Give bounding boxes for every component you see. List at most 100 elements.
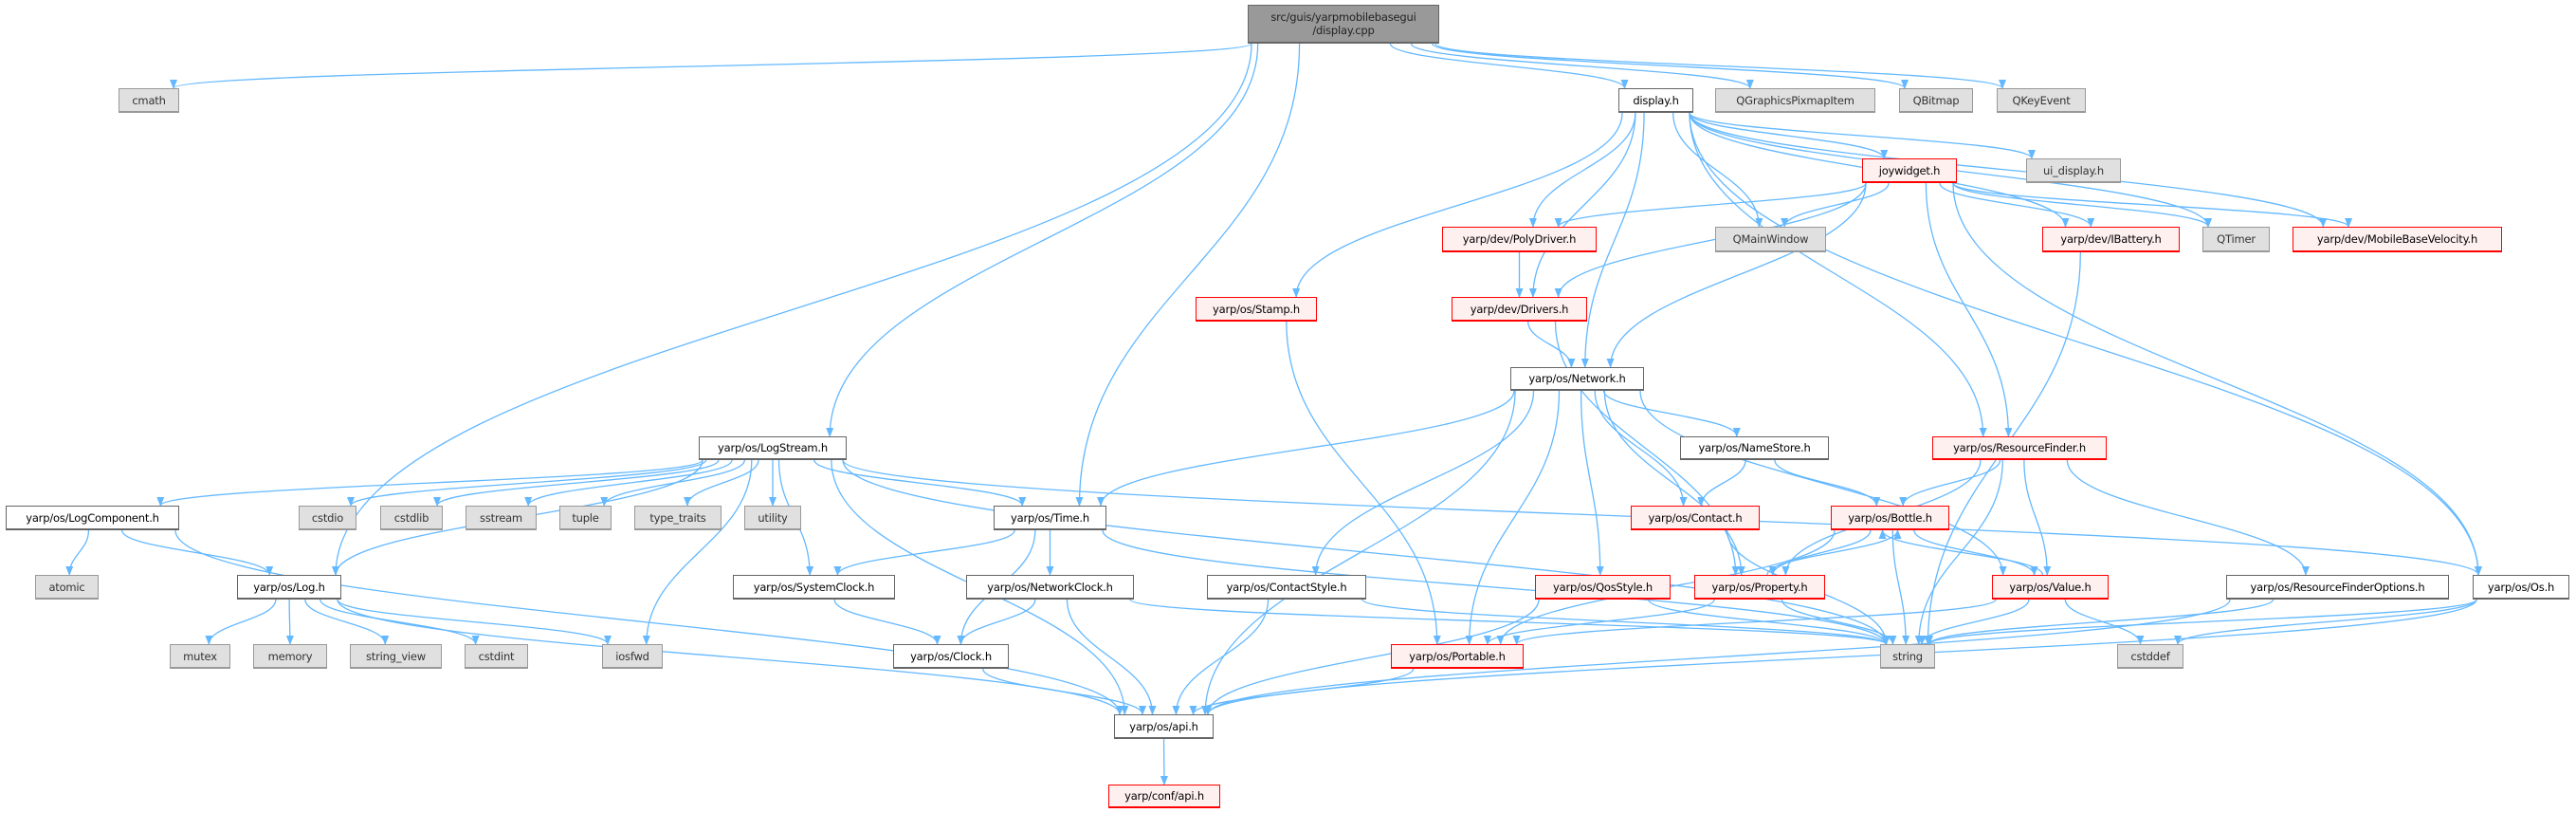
edge-logstream-to-cstdlib — [433, 459, 720, 507]
graph-node-logcomponent[interactable]: yarp/os/LogComponent.h — [6, 506, 179, 530]
graph-node-portable[interactable]: yarp/os/Portable.h — [1391, 644, 1524, 669]
node-label: yarp/os/Value.h — [2009, 580, 2092, 594]
edge-qosstyle-to-string — [1648, 599, 1890, 645]
edge-display_h-to-polydriver — [1528, 112, 1636, 228]
node-label: yarp/os/QosStyle.h — [1553, 580, 1653, 594]
node-label: cmath — [132, 93, 166, 107]
node-label: string_view — [365, 649, 427, 663]
graph-node-bottle[interactable]: yarp/os/Bottle.h — [1831, 506, 1949, 530]
node-label: utility — [758, 510, 788, 525]
edge-namestore-to-contact — [1697, 459, 1746, 507]
graph-node-memory[interactable]: memory — [253, 644, 327, 669]
edge-joywidget-to-qmainwindow — [1781, 182, 1890, 228]
graph-node-stamp[interactable]: yarp/os/Stamp.h — [1196, 297, 1317, 322]
edge-joywidget-to-network — [1606, 182, 1867, 368]
edge-logstream-to-string — [842, 459, 1890, 645]
edge-joywidget-to-ibattery — [1939, 182, 2095, 228]
graph-node-string[interactable]: string — [1880, 644, 1935, 669]
node-label: yarp/os/api.h — [1129, 719, 1198, 733]
graph-node-time[interactable]: yarp/os/Time.h — [994, 506, 1106, 530]
graph-node-type-traits[interactable]: type_traits — [634, 506, 722, 530]
edge-resfinder-to-bottle — [1899, 459, 2001, 507]
graph-node-string-view[interactable]: string_view — [350, 644, 442, 669]
node-label: yarp/os/ResourceFinderOptions.h — [2250, 580, 2425, 594]
graph-node-cmath[interactable]: cmath — [119, 88, 179, 113]
graph-node-namestore[interactable]: yarp/os/NameStore.h — [1680, 436, 1829, 460]
graph-node-sstream[interactable]: sstream — [466, 506, 537, 530]
edge-value-to-portable — [1512, 599, 1997, 645]
node-label: yarp/os/Stamp.h — [1213, 302, 1300, 316]
edge-logstream-to-logcomponent — [156, 459, 703, 507]
edge-os-to-api — [1204, 599, 2477, 715]
node-label: yarp/dev/Drivers.h — [1470, 302, 1569, 316]
node-label: src/guis/yarpmobilebasegui — [1270, 10, 1416, 24]
graph-node-cstddef[interactable]: cstddef — [2117, 644, 2183, 669]
graph-node-confapi[interactable]: yarp/conf/api.h — [1108, 785, 1220, 808]
edge-network-to-qosstyle — [1580, 390, 1604, 576]
graph-node-network[interactable]: yarp/os/Network.h — [1510, 367, 1644, 391]
graph-node-cstdlib[interactable]: cstdlib — [380, 506, 443, 530]
graph-node-qkeyevent[interactable]: QKeyEvent — [1997, 88, 2086, 113]
graph-node-qmainwindow[interactable]: QMainWindow — [1715, 227, 1826, 252]
graph-node-qbitmap[interactable]: QBitmap — [1899, 88, 1973, 113]
graph-node-clock[interactable]: yarp/os/Clock.h — [893, 644, 1009, 669]
node-label-line2: /display.cpp — [1312, 24, 1375, 37]
node-label: mutex — [183, 649, 217, 663]
node-label: cstdint — [478, 649, 515, 663]
graph-node-property[interactable]: yarp/os/Property.h — [1694, 575, 1825, 600]
graph-node-cstdio[interactable]: cstdio — [299, 506, 356, 530]
node-label: yarp/os/ResourceFinder.h — [1953, 441, 2086, 454]
graph-node-api[interactable]: yarp/os/api.h — [1114, 714, 1214, 739]
edge-root-to-qgpi — [1410, 43, 1754, 89]
graph-node-systemclock[interactable]: yarp/os/SystemClock.h — [733, 575, 895, 600]
edge-root-to-qbitmap — [1432, 43, 1909, 89]
edge-property-to-bottle — [1766, 529, 1902, 576]
graph-node-ui-display[interactable]: ui_display.h — [2026, 158, 2121, 183]
graph-node-logstream[interactable]: yarp/os/LogStream.h — [699, 436, 847, 460]
graph-node-drivers[interactable]: yarp/dev/Drivers.h — [1452, 297, 1587, 322]
edge-root-to-display_h — [1389, 43, 1629, 89]
graph-node-networkclock[interactable]: yarp/os/NetworkClock.h — [966, 575, 1134, 600]
node-label: atomic — [48, 580, 85, 594]
graph-node-qgpi[interactable]: QGraphicsPixmapItem — [1715, 88, 1875, 113]
graph-node-qosstyle[interactable]: yarp/os/QosStyle.h — [1535, 575, 1671, 600]
node-label: yarp/os/SystemClock.h — [753, 580, 875, 594]
edge-logstream-to-time — [813, 459, 1027, 507]
edge-log-to-string_view — [304, 599, 390, 645]
edge-display_h-to-os — [1689, 112, 2482, 576]
edge-stamp-to-portable — [1286, 321, 1441, 645]
graph-node-ibattery[interactable]: yarp/dev/IBattery.h — [2042, 227, 2180, 252]
graph-node-iosfwd[interactable]: iosfwd — [602, 644, 663, 669]
edge-joywidget-to-qtimer — [1952, 182, 2212, 228]
graph-node-atomic[interactable]: atomic — [35, 575, 99, 600]
graph-node-utility[interactable]: utility — [744, 506, 801, 530]
graph-node-root[interactable]: src/guis/yarpmobilebasegui/display.cpp — [1248, 5, 1439, 44]
edge-network-to-time — [1097, 390, 1515, 507]
graph-node-mbv[interactable]: yarp/dev/MobileBaseVelocity.h — [2293, 227, 2502, 252]
edge-property-to-portable — [1484, 599, 1715, 645]
edge-log-to-memory — [285, 599, 294, 645]
edge-bottle-to-string — [1891, 529, 1910, 645]
graph-node-log[interactable]: yarp/os/Log.h — [237, 575, 341, 600]
graph-node-tuple[interactable]: tuple — [559, 506, 612, 530]
graph-node-os[interactable]: yarp/os/Os.h — [2473, 575, 2569, 600]
graph-node-resfinder[interactable]: yarp/os/ResourceFinder.h — [1932, 436, 2107, 460]
edge-bottle-to-property — [1768, 529, 1872, 576]
edge-joywidget-to-polydriver — [1554, 182, 1867, 228]
graph-node-mutex[interactable]: mutex — [170, 644, 230, 669]
graph-node-rfoptions[interactable]: yarp/os/ResourceFinderOptions.h — [2226, 575, 2449, 600]
graph-node-cstdint[interactable]: cstdint — [465, 644, 528, 669]
edge-log-to-cstdint — [320, 599, 480, 645]
graph-node-joywidget[interactable]: joywidget.h — [1862, 158, 1957, 183]
graph-node-qtimer[interactable]: QTimer — [2202, 227, 2270, 252]
node-label: ui_display.h — [2043, 163, 2104, 177]
graph-node-contact[interactable]: yarp/os/Contact.h — [1631, 506, 1760, 530]
node-label: yarp/dev/PolyDriver.h — [1462, 232, 1577, 246]
node-label: yarp/os/Property.h — [1711, 580, 1808, 594]
graph-node-contactstyle[interactable]: yarp/os/ContactStyle.h — [1207, 575, 1366, 600]
edge-drivers-to-network — [1527, 321, 1576, 368]
node-label: yarp/os/Network.h — [1528, 372, 1626, 385]
graph-node-display-h[interactable]: display.h — [1618, 88, 1693, 113]
graph-node-polydriver[interactable]: yarp/dev/PolyDriver.h — [1442, 227, 1597, 252]
graph-node-value[interactable]: yarp/os/Value.h — [1992, 575, 2109, 600]
